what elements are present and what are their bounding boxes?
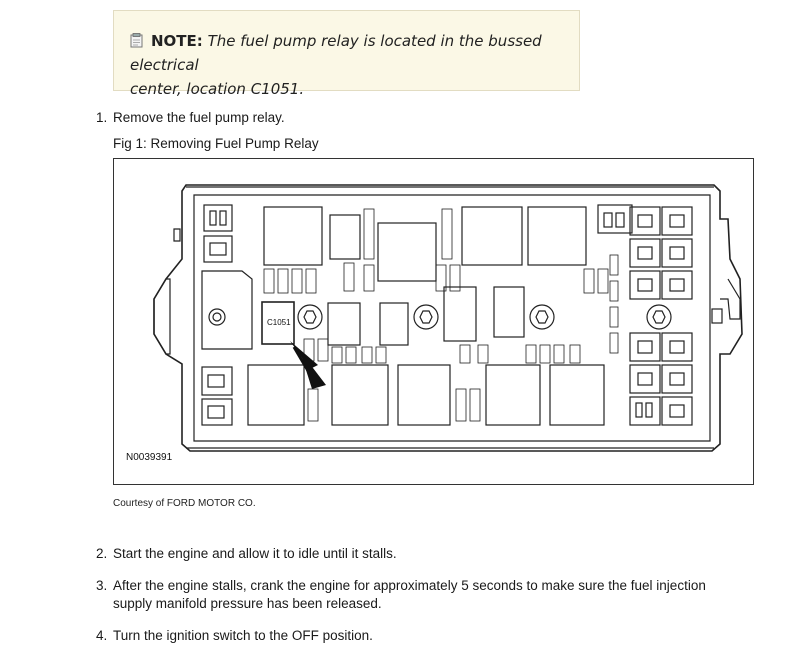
step-number: 3. (96, 578, 108, 593)
figure-id: N0039391 (126, 452, 173, 463)
note-text-line1: The fuel pump relay is located in the bu… (130, 32, 542, 74)
note-label: NOTE: (151, 32, 203, 50)
figure-caption: Fig 1: Removing Fuel Pump Relay (113, 136, 319, 151)
step-text-continued: supply manifold pressure has been releas… (113, 596, 382, 611)
figure-frame: C1051 N0039391 (113, 158, 754, 485)
step-number: 1. (96, 110, 108, 125)
note-icon (130, 31, 143, 48)
fuse-box-diagram: C1051 (153, 184, 743, 452)
step-number: 4. (96, 628, 108, 643)
step-text: Start the engine and allow it to idle un… (113, 546, 397, 561)
step-text: Remove the fuel pump relay. (113, 110, 285, 125)
step-text: Turn the ignition switch to the OFF posi… (113, 628, 373, 643)
relay-location-label: C1051 (267, 318, 291, 327)
note-text-line2: center, location C1051. (130, 80, 305, 98)
pointer-arrow (290, 341, 326, 389)
step-text: After the engine stalls, crank the engin… (113, 578, 706, 593)
step-number: 2. (96, 546, 108, 561)
figure-courtesy: Courtesy of FORD MOTOR CO. (113, 498, 256, 509)
note-callout: NOTE: The fuel pump relay is located in … (113, 10, 580, 98)
